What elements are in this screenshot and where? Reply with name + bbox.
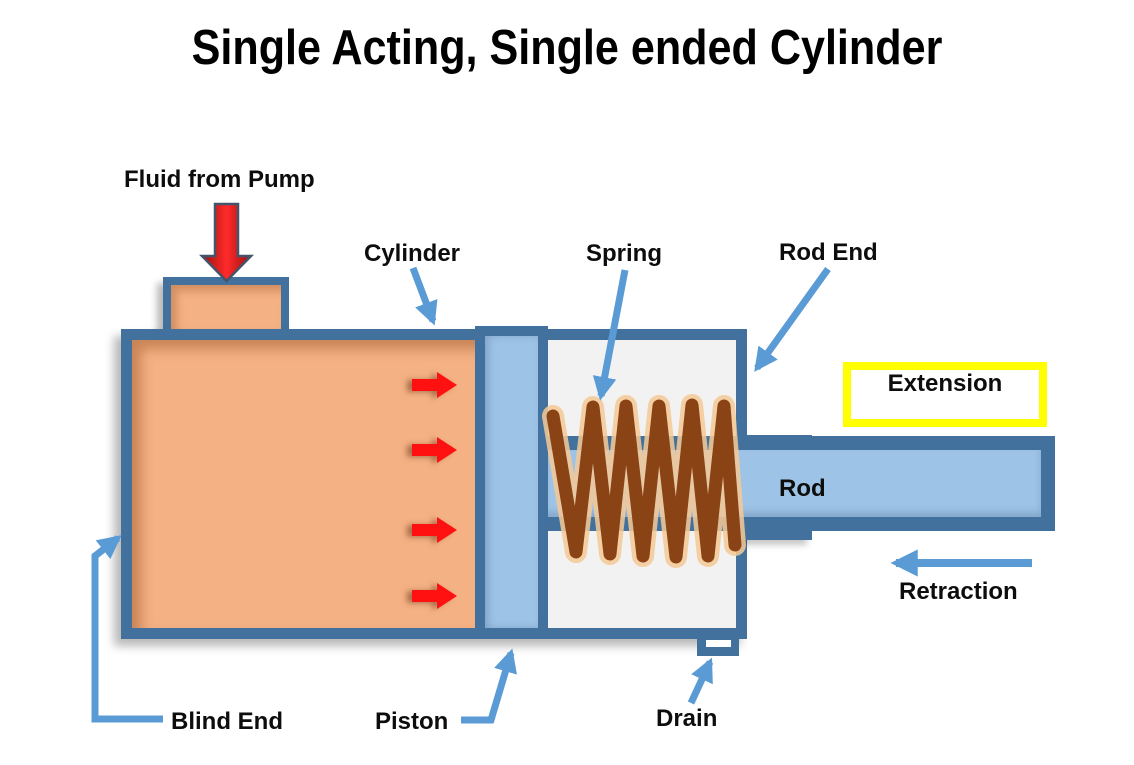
blind-end-label: Blind End [171,708,283,735]
drain-slot [706,640,731,647]
piston-label: Piston [375,708,449,735]
cylinder-callout-arrow [409,266,438,326]
spring-label: Spring [586,240,662,267]
rod-end-callout-arrow [754,266,831,372]
blind-end-fluid-chamber [132,340,478,628]
piston-callout-arrow [461,648,517,724]
retraction-label: Retraction [899,578,1018,605]
piston-shape [475,326,548,638]
rod-end-label: Rod End [779,239,878,266]
drain-callout-arrow [687,657,714,705]
fluid-from-pump-label: Fluid from Pump [124,166,315,193]
extension-badge: Extension [843,362,1047,427]
drain-label: Drain [656,705,718,732]
rod-label: Rod [779,475,826,502]
page-title: Single Acting, Single ended Cylinder [191,21,943,75]
fluid-from-pump-arrow-icon [199,202,254,283]
cylinder-label: Cylinder [364,240,461,267]
extension-label: Extension [887,370,1003,397]
